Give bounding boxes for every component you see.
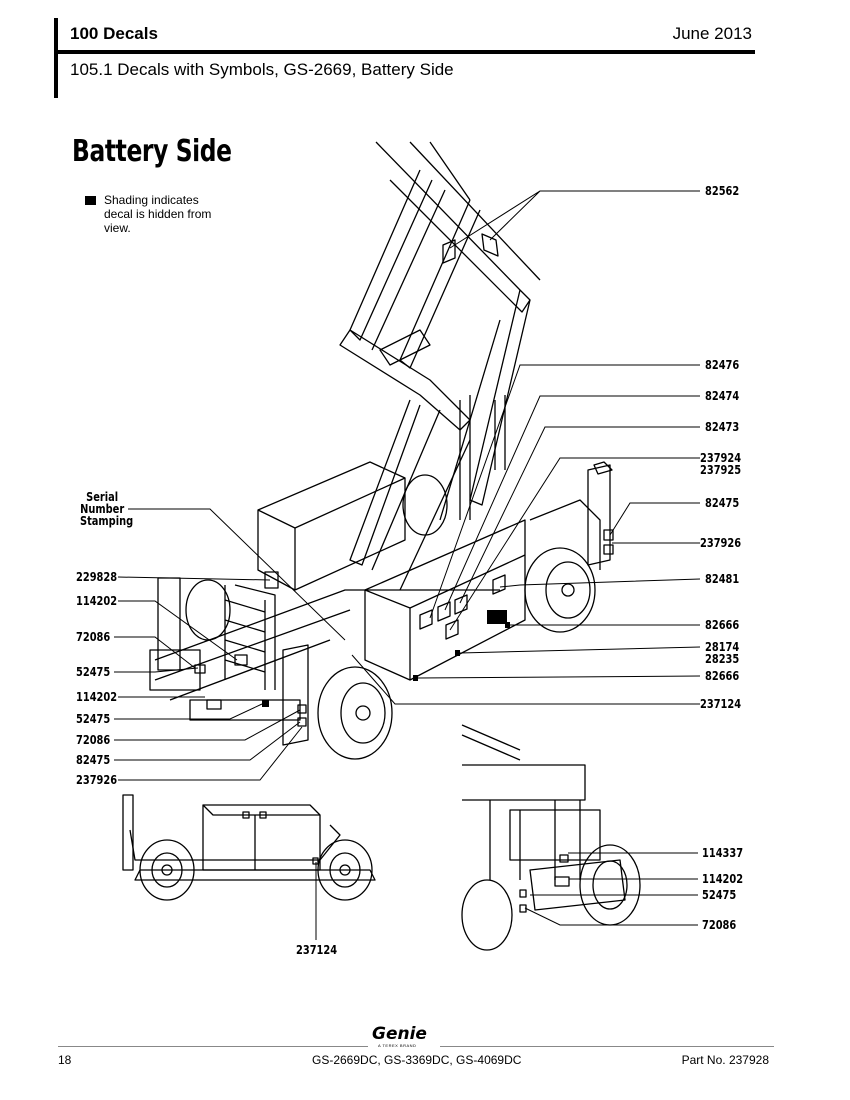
callout-114202-b: 114202 <box>76 690 118 704</box>
callout-82562: 82562 <box>705 184 740 198</box>
callout-72086-a: 72086 <box>76 630 111 644</box>
inset-right-machine <box>461 724 641 951</box>
genie-logo: Genie <box>372 1024 427 1044</box>
scissor-arms <box>339 141 541 591</box>
serial-label-line1: Serial <box>86 490 119 504</box>
hidden-decals <box>262 610 510 707</box>
figure-title: Battery Side <box>72 134 232 169</box>
rear-post <box>157 577 181 671</box>
callout-237924: 237924 <box>700 451 742 465</box>
callout-114202-a: 114202 <box>76 594 118 608</box>
page-number: 18 <box>58 1053 72 1067</box>
callout-82666-a: 82666 <box>705 618 740 632</box>
footer-rule-right <box>440 1046 774 1047</box>
header-vertical-bar <box>54 18 58 98</box>
callout-72086-b: 72086 <box>76 733 111 747</box>
callout-inset-237124: 237124 <box>296 943 338 957</box>
callout-82475-left: 82475 <box>76 753 111 767</box>
leader-lines <box>114 190 701 940</box>
shading-legend-swatch <box>85 196 96 205</box>
callout-237925: 237925 <box>700 463 742 477</box>
inset-left-machine <box>122 794 376 901</box>
shading-legend-text: Shading indicates decal is hidden from v… <box>104 193 212 235</box>
footer-rule-left <box>58 1046 368 1047</box>
callout-229828: 229828 <box>76 570 118 584</box>
wheels <box>185 474 596 760</box>
ladder <box>224 584 276 690</box>
front-post-left <box>282 644 309 746</box>
callout-114337: 114337 <box>702 846 744 860</box>
callout-inset-72086: 72086 <box>702 918 737 932</box>
callout-82476: 82476 <box>705 358 740 372</box>
page-subtitle: 105.1 Decals with Symbols, GS-2669, Batt… <box>70 60 454 79</box>
callout-237926-right: 237926 <box>700 536 742 550</box>
serial-label-line2: Number <box>80 502 125 516</box>
genie-logo-tagline: A TEREX BRAND <box>378 1043 417 1048</box>
callout-237124: 237124 <box>700 697 742 711</box>
decal-outlines <box>194 233 614 727</box>
callout-82473: 82473 <box>705 420 740 434</box>
footer-part-number: Part No. 237928 <box>681 1053 769 1067</box>
callout-inset-52475: 52475 <box>702 888 737 902</box>
callout-52475-a: 52475 <box>76 665 111 679</box>
callout-82481: 82481 <box>705 572 740 586</box>
callout-82666-b: 82666 <box>705 669 740 683</box>
header-rule <box>58 50 755 54</box>
header-date: June 2013 <box>672 24 752 43</box>
callout-82475-right: 82475 <box>705 496 740 510</box>
serial-label-line3: Stamping <box>80 514 134 528</box>
front-post-right <box>587 464 611 566</box>
callout-28235: 28235 <box>705 652 740 666</box>
callout-28174: 28174 <box>705 640 740 654</box>
footer-models: GS-2669DC, GS-3369DC, GS-4069DC <box>312 1053 522 1067</box>
callout-52475-b: 52475 <box>76 712 111 726</box>
callout-82474: 82474 <box>705 389 740 403</box>
callout-237926-left: 237926 <box>76 773 118 787</box>
section-title: 100 Decals <box>70 24 158 43</box>
callout-inset-114202: 114202 <box>702 872 744 886</box>
